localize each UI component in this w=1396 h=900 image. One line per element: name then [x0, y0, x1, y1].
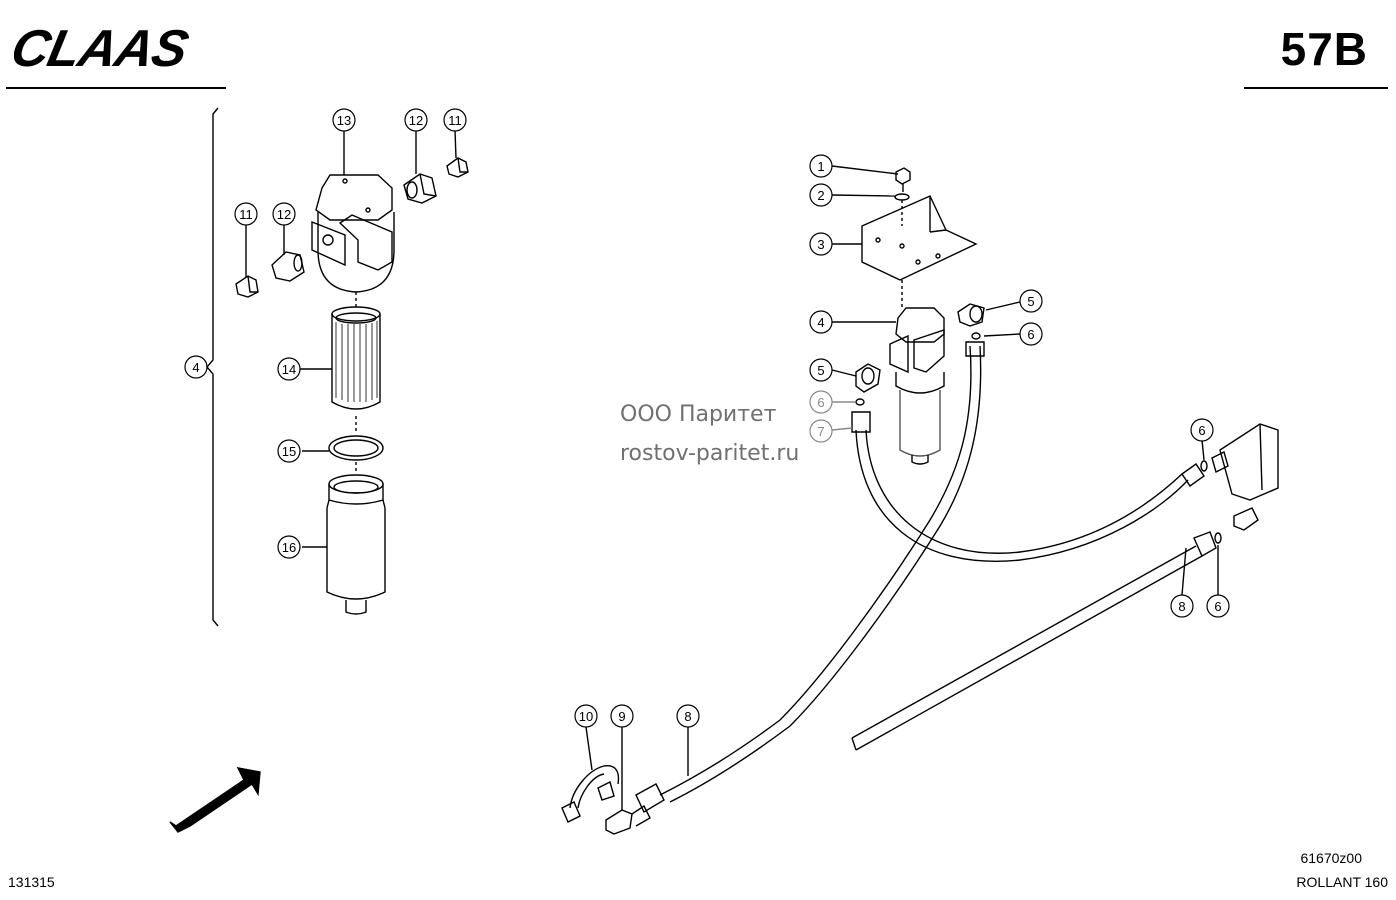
filter-bowl-part	[326, 474, 386, 615]
fitting-11-right	[446, 157, 469, 178]
svg-text:6: 6	[1214, 599, 1221, 614]
leader-5l	[831, 369, 857, 377]
valve-block-part	[1211, 423, 1279, 531]
callout-12: 12	[272, 202, 296, 226]
cap-10-part	[561, 765, 620, 823]
callout-6: 6	[1019, 322, 1043, 346]
o-ring-small	[971, 332, 981, 340]
svg-text:8: 8	[1178, 599, 1185, 614]
callout-5: 5	[809, 358, 833, 382]
svg-text:10: 10	[579, 709, 593, 724]
leader-1	[831, 165, 899, 175]
svg-text:6: 6	[1198, 423, 1205, 438]
o-ring-small	[855, 398, 865, 406]
svg-text:7: 7	[817, 424, 824, 439]
callout-2: 2	[809, 183, 833, 207]
header-rule-right	[1244, 87, 1388, 89]
doc-number: 131315	[8, 874, 55, 890]
callout-14: 14	[277, 357, 301, 381]
leader-2	[831, 194, 896, 197]
callout-11: 11	[443, 108, 467, 132]
o-ring-small	[1200, 460, 1208, 472]
drawing-number: 61670z00	[1300, 850, 1362, 866]
callout-11: 11	[234, 202, 258, 226]
page-number: 57B	[1280, 23, 1368, 75]
elbow-fitting-lower	[855, 363, 881, 393]
fitting-12-left	[271, 251, 305, 282]
callout-1: 1	[809, 154, 833, 178]
callout-8: 8	[1170, 594, 1194, 618]
svg-text:11: 11	[448, 113, 462, 128]
svg-text:1: 1	[817, 159, 824, 174]
filter-element-part	[331, 306, 381, 410]
svg-text:14: 14	[282, 362, 296, 377]
o-ring-part	[328, 435, 384, 461]
watermark-line-2: rostov-paritet.ru	[620, 441, 800, 466]
leader-8r	[1181, 547, 1187, 596]
svg-text:8: 8	[684, 709, 691, 724]
callout-4: 4	[184, 355, 208, 379]
callout-6: 6	[1190, 418, 1214, 442]
o-ring-small	[1214, 532, 1222, 544]
model-name: ROLLANT 160	[1296, 874, 1388, 890]
leader-7	[831, 427, 853, 431]
callout-8: 8	[676, 704, 700, 728]
hose-7-part	[851, 411, 1205, 562]
svg-text:12: 12	[277, 207, 291, 222]
leader-6r	[983, 333, 1021, 337]
svg-text:5: 5	[1027, 294, 1034, 309]
elbow-fitting-upper	[957, 303, 985, 327]
svg-text:4: 4	[192, 360, 199, 375]
washer-part	[894, 193, 910, 201]
watermark-line-1: ООО Паритет	[620, 402, 777, 427]
callout-7: 7	[809, 419, 833, 443]
filter-head-part	[311, 174, 395, 293]
leader-11r	[454, 129, 457, 159]
svg-text:3: 3	[817, 237, 824, 252]
svg-text:6: 6	[817, 395, 824, 410]
svg-text:12: 12	[409, 113, 423, 128]
hose-8-right-part	[851, 531, 1217, 751]
svg-text:13: 13	[337, 113, 351, 128]
callout-3: 3	[809, 232, 833, 256]
svg-text:11: 11	[239, 207, 253, 222]
logo-text: CLAAS	[14, 22, 194, 72]
svg-text:5: 5	[817, 363, 824, 378]
callout-9: 9	[610, 704, 634, 728]
leader-5r	[985, 301, 1021, 311]
group-bracket	[206, 107, 219, 627]
svg-text:16: 16	[282, 540, 296, 555]
callout-5: 5	[1019, 289, 1043, 313]
fitting-12-right	[403, 173, 437, 204]
svg-text:15: 15	[282, 444, 296, 459]
leader-10	[585, 726, 593, 771]
svg-text:9: 9	[618, 709, 625, 724]
header-rule-left	[6, 87, 226, 89]
callout-4: 4	[809, 310, 833, 334]
hose-8-long-part	[635, 341, 985, 813]
callout-15: 15	[277, 439, 301, 463]
svg-text:4: 4	[817, 315, 824, 330]
claas-logo: CLAAS	[14, 22, 194, 72]
mounting-bracket-part	[861, 195, 978, 281]
svg-text:2: 2	[817, 188, 824, 203]
callout-bubbles: 13 12 11 11 12 4 14 15 16 1 2 3 4 5 6 5 …	[184, 108, 1230, 728]
filter-assembly-part	[889, 307, 945, 465]
callout-12: 12	[404, 108, 428, 132]
callout-10: 10	[574, 704, 598, 728]
svg-text:6: 6	[1027, 327, 1034, 342]
leader-6a	[1201, 439, 1205, 461]
callout-16: 16	[277, 535, 301, 559]
bolt-part	[895, 167, 911, 192]
travel-direction-arrow-icon	[169, 767, 261, 833]
callout-13: 13	[332, 108, 356, 132]
callout-6: 6	[809, 390, 833, 414]
fitting-11-left	[235, 275, 259, 298]
callout-6: 6	[1206, 594, 1230, 618]
